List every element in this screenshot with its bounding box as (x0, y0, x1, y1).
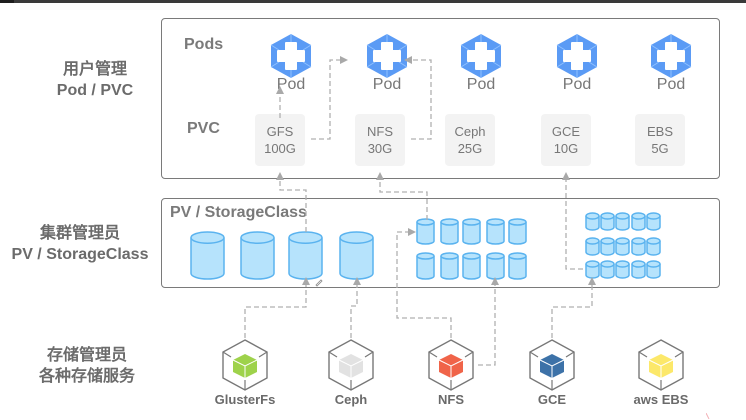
pod-label: Pod (562, 76, 592, 93)
pod-label: Pod (656, 76, 686, 93)
pvc-label: PVC (187, 120, 220, 137)
corner-mark (706, 413, 710, 419)
pvc-size: 5G (651, 141, 669, 156)
pvc-type: Ceph (454, 124, 486, 139)
persistent-volume-cylinder[interactable] (239, 230, 276, 281)
persistent-volume-cylinder[interactable] (645, 236, 662, 257)
storage-backend[interactable]: Ceph (311, 338, 391, 407)
storage-backend[interactable]: GCE (512, 338, 592, 407)
pvc-size: 10G (553, 141, 579, 156)
kubernetes-pod-icon (556, 34, 598, 78)
persistent-volume-cylinder[interactable] (461, 251, 482, 281)
storage-backend-label: GCE (537, 392, 567, 407)
persistent-volume-cylinder[interactable] (485, 251, 506, 281)
role-title: 用户管理 (62, 61, 127, 78)
persistent-volume-cylinder[interactable] (584, 211, 601, 232)
pvc-card[interactable]: Ceph 25G (445, 114, 495, 166)
persistent-volume-cylinder[interactable] (599, 211, 616, 232)
persistent-volume-cylinder[interactable] (614, 211, 631, 232)
pod-label: Pod (466, 76, 496, 93)
pvc-card[interactable]: NFS 30G (355, 114, 405, 166)
role-title: 集群管理员 (39, 225, 120, 242)
kubernetes-pod-icon (366, 34, 408, 78)
persistent-volume-cylinder[interactable] (645, 211, 662, 232)
persistent-volume-cylinder[interactable] (507, 251, 528, 281)
role-label-cluster: 集群管理员 PV / StorageClass (4, 223, 156, 265)
storage-cube-icon (638, 339, 684, 391)
kubernetes-pod-icon (650, 34, 692, 78)
user-panel (161, 18, 720, 179)
persistent-volume-cylinder[interactable] (630, 259, 647, 280)
role-label-storage: 存储管理员 各种存储服务 (22, 345, 152, 387)
storage-backend[interactable]: aws EBS (621, 338, 701, 407)
persistent-volume-cylinder[interactable] (599, 236, 616, 257)
pvc-type: NFS (367, 124, 393, 139)
role-title: 存储管理员 (46, 347, 127, 364)
pvc-card[interactable]: GCE 10G (541, 114, 591, 166)
role-subtitle: 各种存储服务 (38, 368, 135, 385)
pod[interactable]: Pod (641, 33, 701, 94)
pvc-size: 100G (264, 141, 296, 156)
pvc-card[interactable]: GFS 100G (255, 114, 305, 166)
storage-backend[interactable]: NFS (411, 338, 491, 407)
pod[interactable]: Pod (451, 33, 511, 94)
pod-label: Pod (372, 76, 402, 93)
persistent-volume-cylinder[interactable] (338, 230, 375, 281)
pvc-type: GFS (266, 124, 294, 139)
persistent-volume-cylinder[interactable] (645, 259, 662, 280)
persistent-volume-cylinder[interactable] (461, 217, 482, 246)
persistent-volume-cylinder[interactable] (614, 259, 631, 280)
role-subtitle: PV / StorageClass (11, 246, 149, 263)
role-subtitle: Pod / PVC (56, 82, 134, 99)
storage-backend-label: aws EBS (633, 392, 689, 407)
storage-backend-label: NFS (438, 392, 464, 407)
window-top-bar (0, 0, 746, 3)
pvc-size: 30G (367, 141, 393, 156)
persistent-volume-cylinder[interactable] (630, 236, 647, 257)
kubernetes-pod-icon (270, 34, 312, 78)
persistent-volume-cylinder[interactable] (415, 217, 436, 246)
persistent-volume-cylinder[interactable] (614, 236, 631, 257)
storage-backend[interactable]: GlusterFs (205, 338, 285, 407)
kubernetes-pod-icon (460, 34, 502, 78)
storage-backend-label: Ceph (334, 392, 368, 407)
storage-cube-icon (529, 339, 575, 391)
pvc-card[interactable]: EBS 5G (635, 114, 685, 166)
persistent-volume-cylinder[interactable] (507, 217, 528, 246)
persistent-volume-cylinder[interactable] (485, 217, 506, 246)
persistent-volume-cylinder[interactable] (439, 217, 460, 246)
persistent-volume-cylinder[interactable] (599, 259, 616, 280)
persistent-volume-cylinder[interactable] (415, 251, 436, 281)
persistent-volume-cylinder[interactable] (439, 251, 460, 281)
pvc-type: GCE (551, 124, 581, 139)
window-top-bar-corner (0, 0, 14, 3)
storage-cube-icon (428, 339, 474, 391)
cluster-panel-title: PV / StorageClass (170, 204, 307, 221)
persistent-volume-cylinder[interactable] (630, 211, 647, 232)
pod[interactable]: Pod (547, 33, 607, 94)
persistent-volume-cylinder[interactable] (584, 236, 601, 257)
pod[interactable]: Pod (261, 33, 321, 94)
pod-label: Pod (276, 76, 306, 93)
storage-backend-label: GlusterFs (214, 392, 276, 407)
pods-label: Pods (184, 36, 224, 53)
pod[interactable]: Pod (357, 33, 417, 94)
pvc-size: 25G (457, 141, 483, 156)
storage-cube-icon (222, 339, 268, 391)
storage-cube-icon (328, 339, 374, 391)
role-label-user: 用户管理 Pod / PVC (30, 59, 160, 101)
persistent-volume-cylinder[interactable] (287, 230, 324, 281)
pvc-type: EBS (646, 124, 673, 139)
persistent-volume-cylinder[interactable] (189, 230, 226, 281)
